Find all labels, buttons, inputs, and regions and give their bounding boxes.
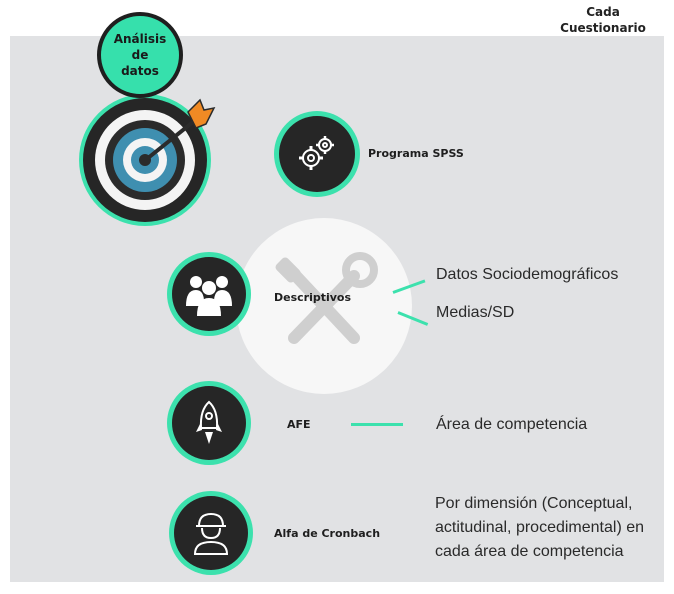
- alfa-line-1: Por dimensión (Conceptual,: [435, 495, 633, 512]
- people-icon: [186, 276, 232, 316]
- afe-icon-circle: [172, 386, 246, 460]
- datos-sociodemograficos-text: Datos Sociodemográficos: [436, 266, 619, 283]
- spss-icon-circle: [279, 116, 355, 192]
- worker-icon: [193, 512, 229, 555]
- alfa-line-3: cada área de competencia: [435, 543, 624, 560]
- header-title: Cada Cuestionario: [548, 4, 658, 36]
- target-icon: [83, 98, 207, 222]
- gears-icon: [299, 136, 334, 170]
- bubble-line-3: datos: [121, 64, 159, 78]
- arrow-icon: [146, 98, 216, 160]
- bubble-line-2: de: [131, 48, 149, 62]
- afe-label: AFE: [287, 418, 311, 431]
- alfa-line-2: actitudinal, procedimental) en: [435, 519, 645, 536]
- rocket-icon: [196, 400, 222, 444]
- descriptivos-icon-circle: [172, 257, 246, 331]
- connector-line-3: [351, 423, 403, 426]
- header-line-1: Cada: [586, 5, 620, 19]
- tools-circle: [236, 218, 412, 394]
- alfa-label: Alfa de Cronbach: [274, 527, 381, 540]
- descriptivos-label: Descriptivos: [274, 291, 352, 304]
- programa-spss-label: Programa SPSS: [368, 147, 464, 160]
- alfa-description: Por dimensión (Conceptual, actitudinal, …: [435, 492, 644, 564]
- alfa-icon-circle: [174, 496, 248, 570]
- analysis-bubble: Análisis de datos: [97, 12, 183, 98]
- area-de-competencia-text: Área de competencia: [436, 416, 588, 433]
- header-line-2: Cuestionario: [560, 21, 646, 35]
- bubble-line-1: Análisis: [113, 32, 167, 46]
- medias-sd-text: Medias/SD: [436, 304, 515, 321]
- tools-icon: [275, 252, 378, 344]
